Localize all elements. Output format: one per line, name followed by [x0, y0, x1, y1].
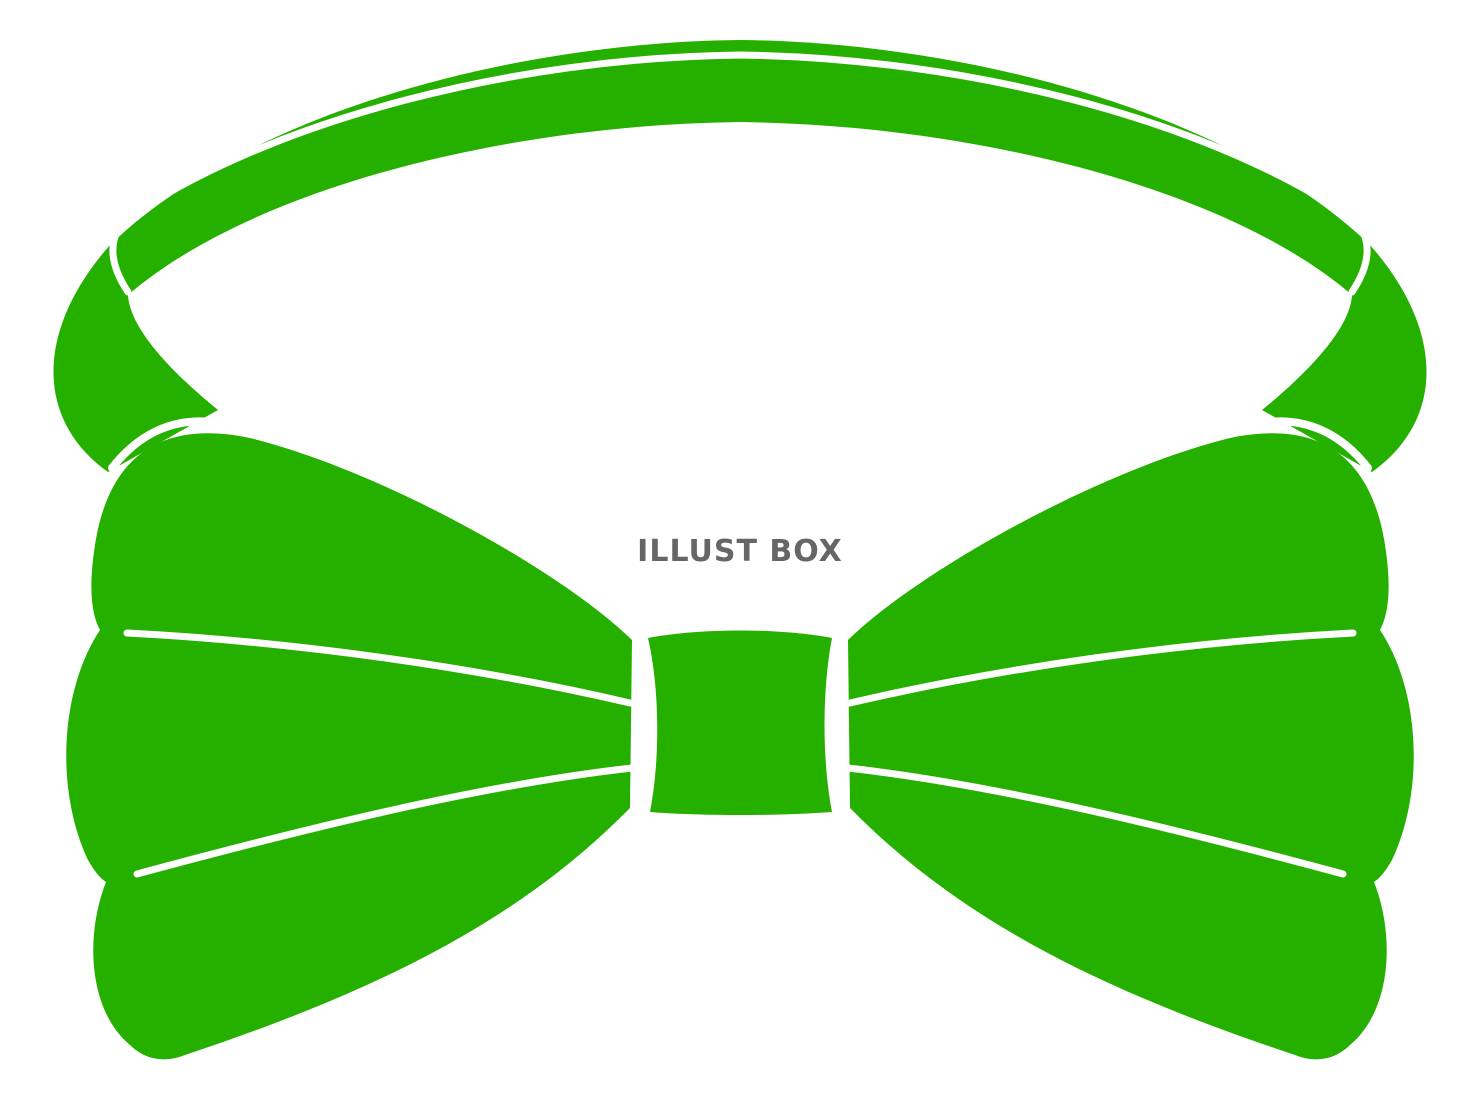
neck-strap — [53, 40, 1427, 472]
bow-knot — [648, 630, 832, 815]
neck-strap-band — [53, 40, 1427, 472]
left-wing-fold-upper — [123, 629, 634, 707]
neck-strap-seam — [109, 51, 1371, 296]
left-wing-fold-lower — [133, 764, 636, 878]
right-wing-outline — [1264, 417, 1372, 472]
left-wing — [66, 417, 636, 1060]
right-wing-shape — [848, 433, 1414, 1060]
left-wing-shape — [66, 433, 632, 1060]
right-wing-fold-lower — [844, 764, 1347, 878]
right-wing — [844, 417, 1414, 1060]
left-wing-outline — [108, 417, 216, 472]
right-wing-fold-upper — [846, 629, 1357, 707]
